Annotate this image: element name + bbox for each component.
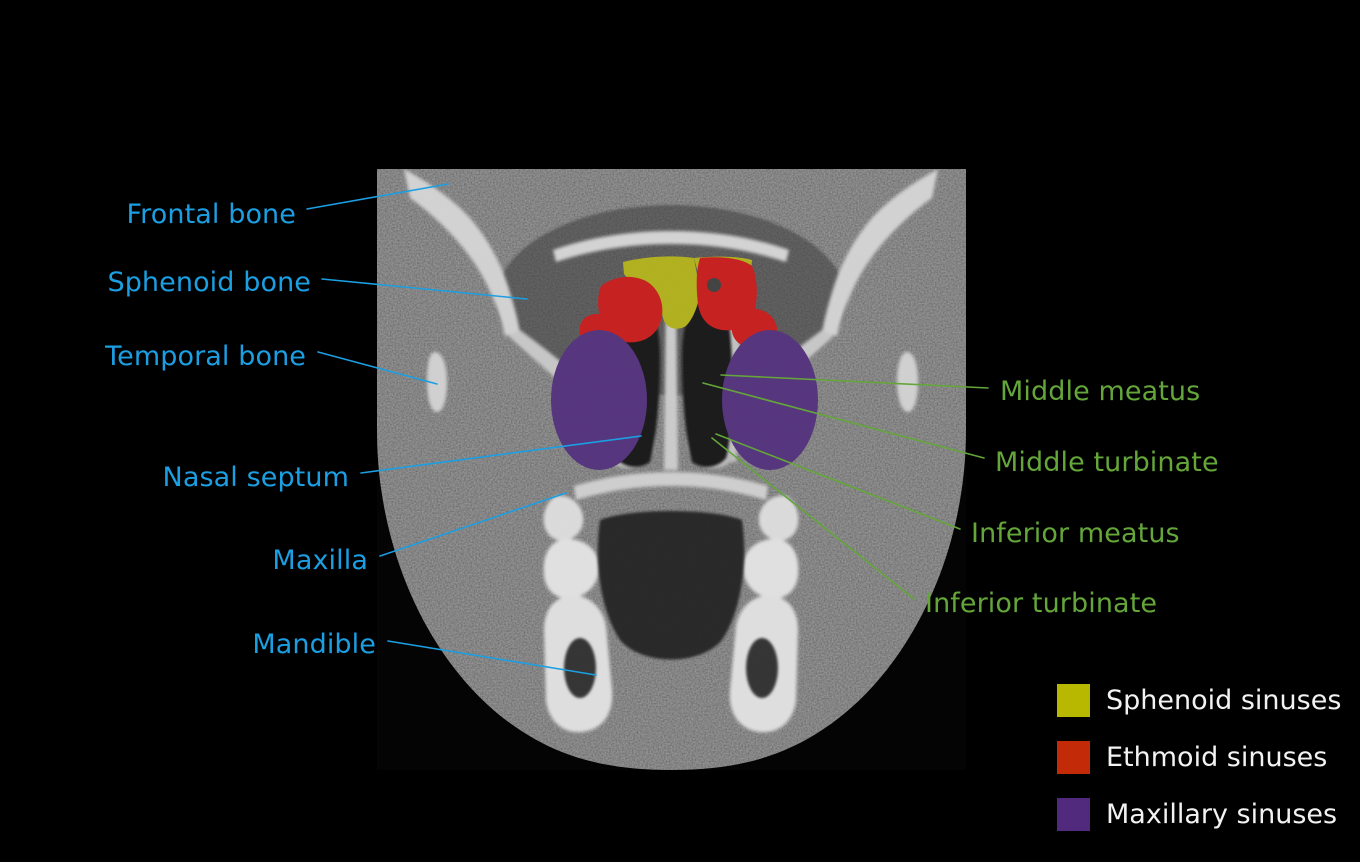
ct-image-body: [377, 169, 966, 770]
label-nasal-septum: Nasal septum: [162, 462, 349, 493]
leader-line-nasal-septum: [360, 435, 642, 474]
legend-label-sphenoid-sinuses: Sphenoid sinuses: [1106, 685, 1342, 716]
legend-item-sphenoid-sinuses: Sphenoid sinuses: [1057, 672, 1357, 729]
legend-swatch-sphenoid-sinuses: [1057, 684, 1090, 717]
leader-line-frontal-bone: [306, 183, 449, 210]
leader-line-middle-turbinate: [702, 382, 985, 459]
label-mandible: Mandible: [252, 629, 376, 660]
label-maxilla: Maxilla: [272, 545, 368, 576]
label-middle-meatus: Middle meatus: [1000, 376, 1201, 407]
label-inferior-turbinate: Inferior turbinate: [925, 588, 1158, 619]
leader-line-mandible: [387, 640, 597, 676]
leader-lines: [306, 183, 989, 676]
leader-line-inferior-meatus: [715, 433, 961, 530]
label-inferior-meatus: Inferior meatus: [971, 518, 1180, 549]
legend-item-ethmoid-sinuses: Ethmoid sinuses: [1057, 729, 1357, 786]
leader-line-maxilla: [379, 492, 567, 557]
leader-line-temporal-bone: [317, 351, 438, 385]
legend-swatch-ethmoid-sinuses: [1057, 741, 1090, 774]
leader-line-inferior-turbinate: [711, 437, 915, 600]
legend-swatch-maxillary-sinuses: [1057, 798, 1090, 831]
label-frontal-bone: Frontal bone: [126, 199, 296, 230]
leader-line-middle-meatus: [720, 374, 989, 389]
label-temporal-bone: Temporal bone: [105, 341, 306, 372]
legend-label-maxillary-sinuses: Maxillary sinuses: [1106, 799, 1338, 830]
legend-item-maxillary-sinuses: Maxillary sinuses: [1057, 786, 1357, 843]
label-middle-turbinate: Middle turbinate: [995, 447, 1219, 478]
label-sphenoid-bone: Sphenoid bone: [107, 267, 311, 298]
legend-label-ethmoid-sinuses: Ethmoid sinuses: [1106, 742, 1328, 773]
leader-line-sphenoid-bone: [321, 278, 528, 300]
